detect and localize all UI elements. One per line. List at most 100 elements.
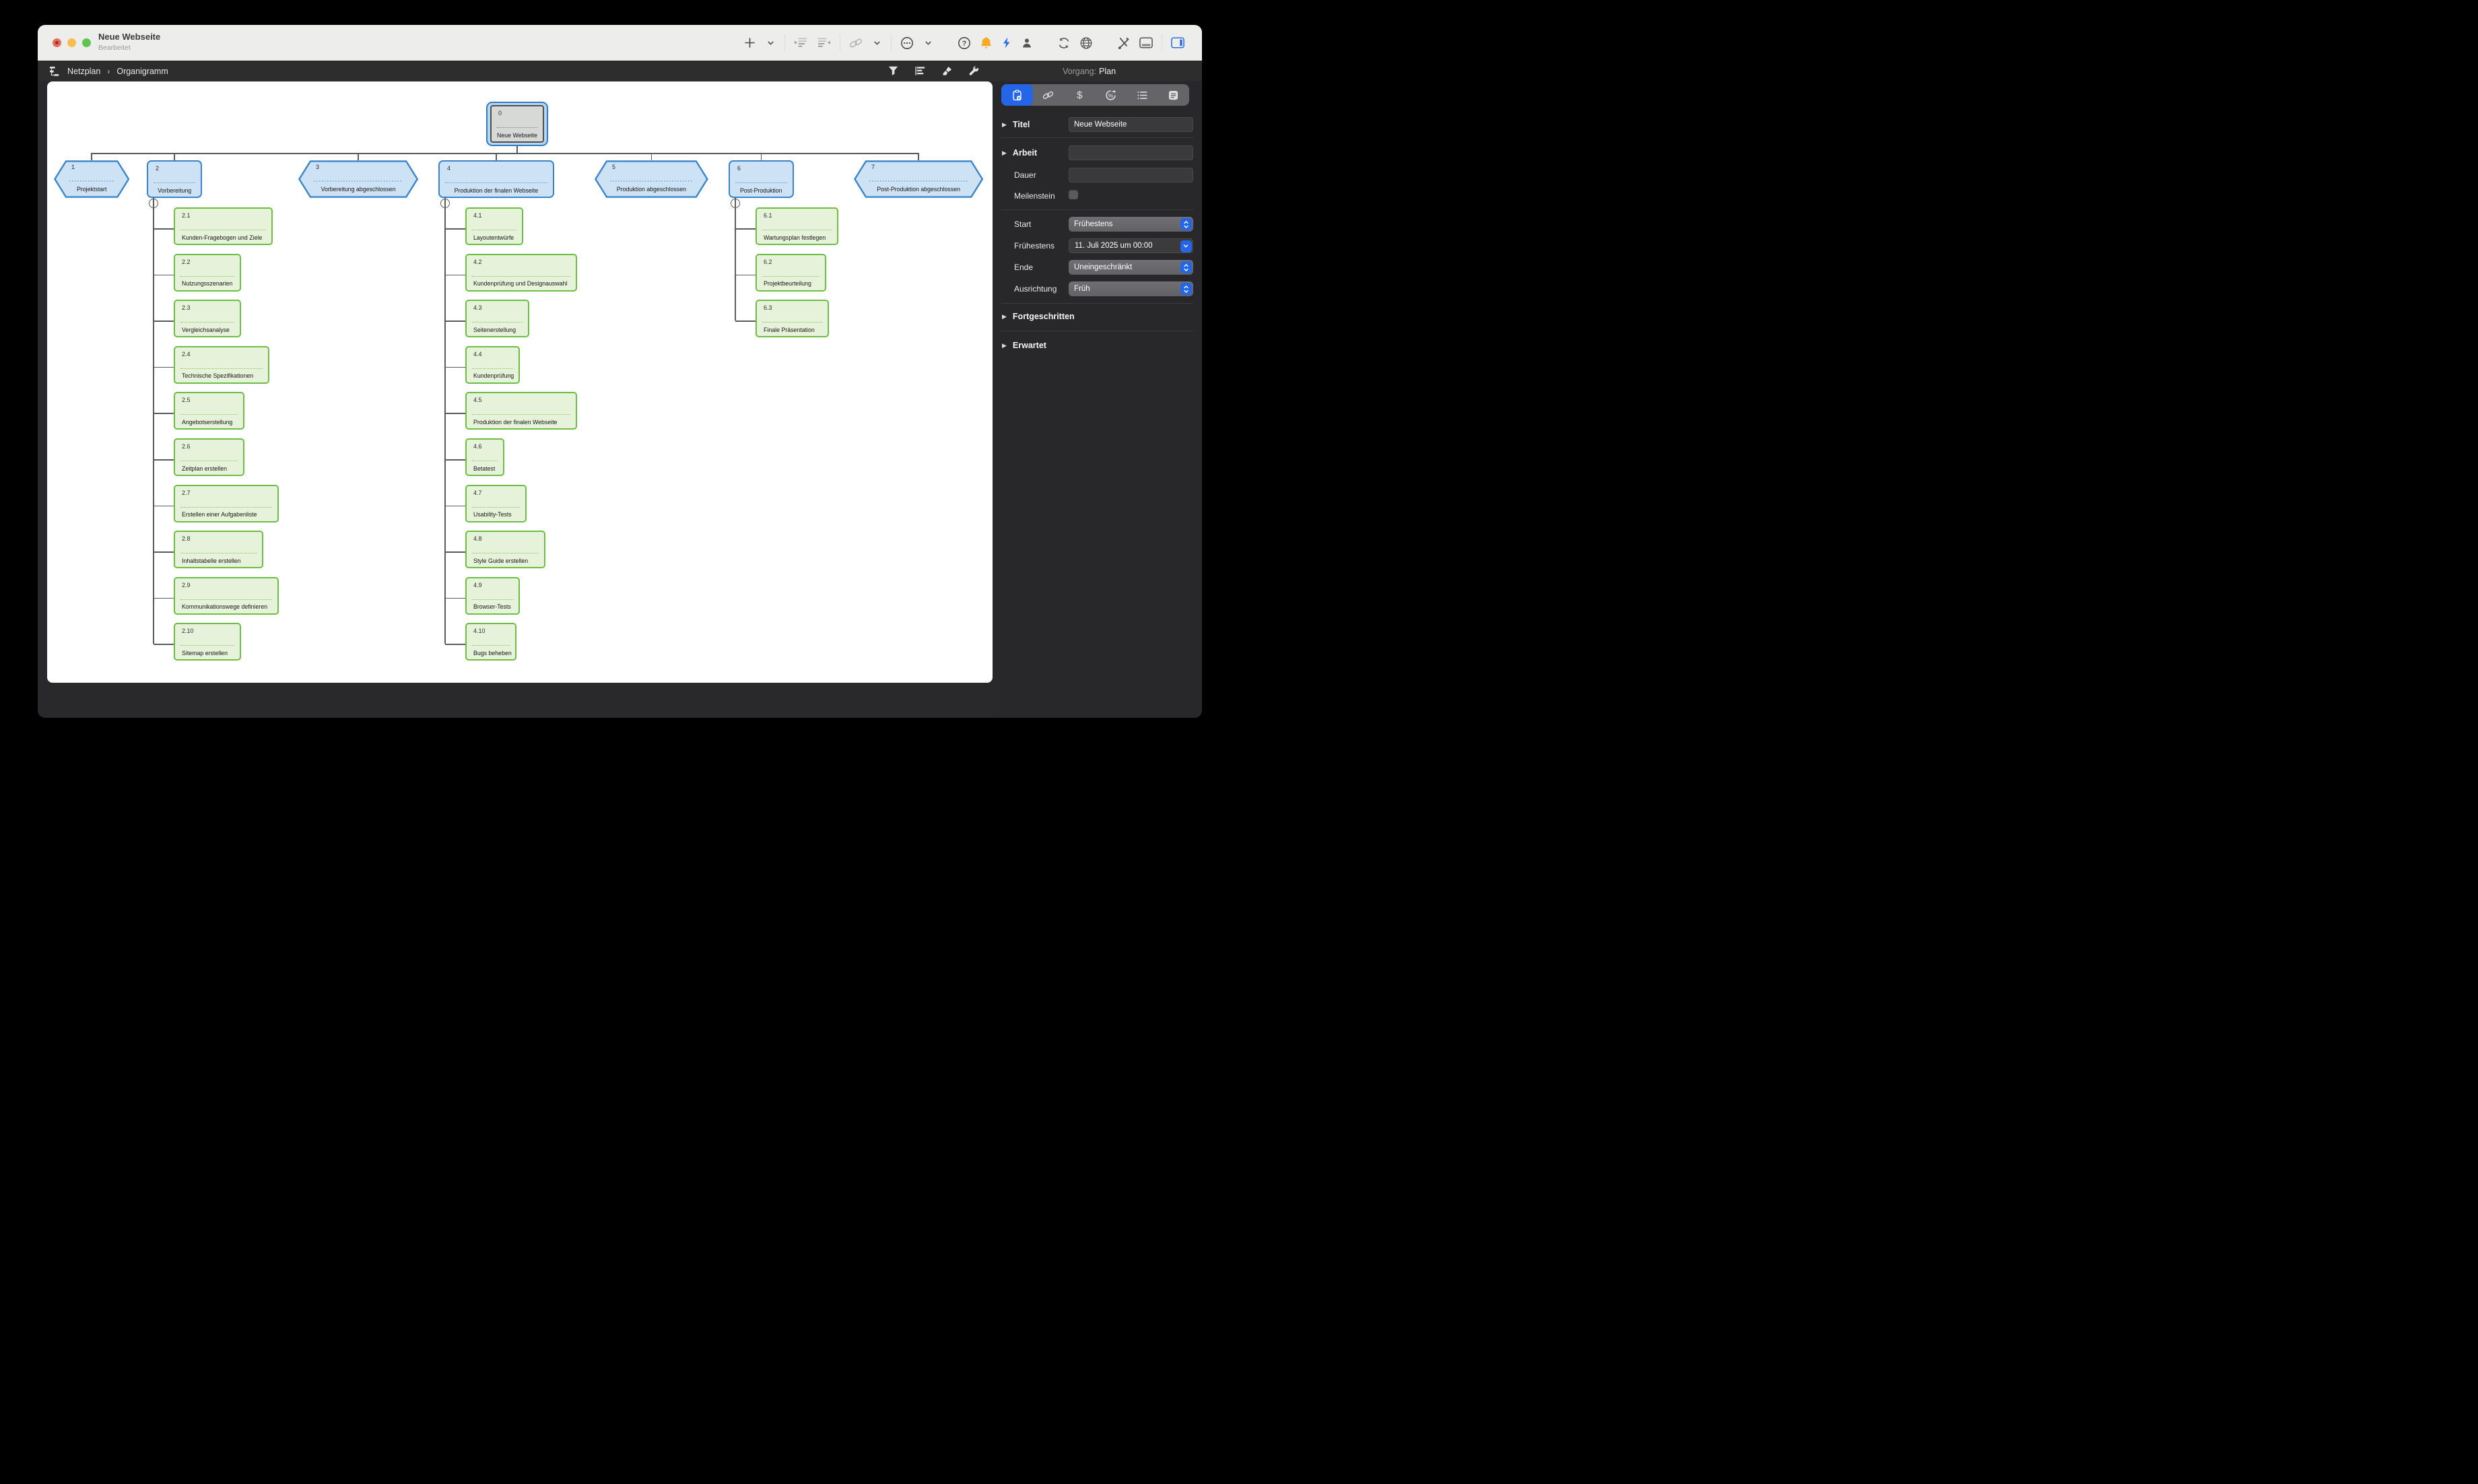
bottom-panel-button[interactable] — [1139, 33, 1153, 53]
fruehestens-date-popup[interactable]: 11. Juli 2025 um 00:00 — [1069, 238, 1193, 253]
connector-line — [650, 153, 652, 160]
node-4.2[interactable]: 4.2 Kundenprüfung und Designauswahl — [465, 253, 577, 292]
link-icon — [1043, 91, 1054, 99]
more-menu-button[interactable] — [923, 33, 933, 53]
row-erwartet: ▶Erwartet — [1002, 340, 1046, 351]
user-button[interactable] — [1021, 33, 1033, 53]
node-4.5[interactable]: 4.5 Produktion der finalen Webseite — [465, 392, 577, 430]
activity-button[interactable] — [1001, 33, 1012, 53]
node-6[interactable]: 6 Post-Produktion — [729, 160, 794, 198]
meilenstein-checkbox[interactable] — [1069, 190, 1078, 199]
node-2.1[interactable]: 2.1 Kunden-Fragebogen und Ziele — [174, 207, 273, 245]
node-4[interactable]: 4 Produktion der finalen Webseite — [438, 160, 554, 198]
globe-button[interactable] — [1079, 33, 1093, 53]
node-2.9[interactable]: 2.9 Kommunikationswege definieren — [174, 576, 279, 615]
add-menu-button[interactable] — [765, 33, 776, 53]
row-arbeit: ▶ Arbeit — [1002, 147, 1037, 158]
arbeit-input[interactable] — [1069, 145, 1193, 160]
node-2.8[interactable]: 2.8 Inhaltstabelle erstellen — [174, 531, 263, 569]
minimize-button[interactable] — [67, 38, 76, 47]
start-popup[interactable]: Frühestens — [1069, 217, 1193, 232]
node-4.3[interactable]: 4.3 Seitenerstellung — [465, 300, 530, 338]
node-2.10[interactable]: 2.10 Sitemap erstellen — [174, 623, 241, 661]
connector-line — [445, 644, 465, 645]
list-icon — [1137, 91, 1147, 99]
node-6.1[interactable]: 6.1 Wartungsplan festlegen — [756, 207, 839, 245]
notifications-button[interactable] — [980, 33, 993, 53]
tab-checklist[interactable] — [1127, 84, 1158, 106]
svg-text:%: % — [1108, 92, 1114, 98]
tab-links[interactable] — [1033, 84, 1065, 106]
app-window: Neue Webseite Bearbeitet ? — [38, 25, 1202, 718]
connector-line — [735, 274, 756, 276]
breadcrumb[interactable]: Netzplan › Organigramm — [50, 61, 168, 81]
titel-input[interactable]: Neue Webseite — [1069, 117, 1193, 132]
tab-notes[interactable] — [1158, 84, 1190, 106]
link-menu-button[interactable] — [871, 33, 882, 53]
node-4.10[interactable]: 4.10 Bugs beheben — [465, 623, 517, 661]
node-0[interactable]: 0 Neue Webseite — [490, 105, 544, 143]
node-2.6[interactable]: 2.6 Zeitplan erstellen — [174, 438, 244, 476]
zoom-button[interactable] — [82, 38, 91, 47]
disclosure-triangle[interactable]: ▶ — [1002, 313, 1007, 320]
close-button[interactable] — [53, 38, 61, 47]
row-start: Start — [1014, 219, 1031, 230]
link-button[interactable] — [849, 33, 863, 53]
connector-line — [154, 505, 174, 507]
tab-finance[interactable]: $ — [1064, 84, 1096, 106]
ausrichtung-popup[interactable]: Früh — [1069, 281, 1193, 296]
disclosure-triangle[interactable]: ▶ — [1002, 121, 1007, 128]
node-4.6[interactable]: 4.6 Betatest — [465, 438, 504, 476]
settings-button[interactable] — [968, 61, 979, 81]
dauer-input[interactable] — [1069, 168, 1193, 182]
node-2.5[interactable]: 2.5 Angebotserstellung — [174, 392, 244, 430]
start-value: Frühestens — [1074, 220, 1113, 228]
outdent-button[interactable] — [817, 33, 831, 53]
node-4.7[interactable]: 4.7 Usability-Tests — [465, 484, 527, 522]
chevron-down-icon — [1180, 240, 1192, 252]
more-button[interactable] — [900, 33, 914, 53]
connector-line — [516, 146, 518, 153]
node-4.9[interactable]: 4.9 Browser-Tests — [465, 576, 521, 615]
disclosure-triangle[interactable]: ▶ — [1002, 149, 1007, 156]
filter-button[interactable] — [888, 61, 898, 81]
node-2.4[interactable]: 2.4 Technische Spezifikationen — [174, 345, 270, 384]
breadcrumb-view[interactable]: Organigramm — [116, 66, 168, 76]
ende-popup[interactable]: Uneingeschränkt — [1069, 260, 1193, 275]
right-panel-button[interactable] — [1171, 33, 1184, 53]
node-2[interactable]: 2 Vorbereitung — [147, 160, 203, 198]
node-4.8[interactable]: 4.8 Style Guide erstellen — [465, 531, 545, 569]
traffic-lights — [53, 38, 91, 47]
chevron-down-icon — [873, 40, 880, 45]
breadcrumb-section[interactable]: Netzplan — [67, 66, 101, 76]
help-button[interactable]: ? — [958, 33, 971, 53]
node-2.7[interactable]: 2.7 Erstellen einer Aufgabenliste — [174, 484, 279, 522]
outline-button[interactable] — [914, 61, 925, 81]
bottom-panel-icon — [1139, 37, 1153, 48]
style-button[interactable] — [941, 61, 952, 81]
node-2.2[interactable]: 2.2 Nutzungsszenarien — [174, 253, 241, 292]
node-6.3[interactable]: 6.3 Finale Präsentation — [756, 300, 830, 338]
node-4.1[interactable]: 4.1 Layoutentwürfe — [465, 207, 523, 245]
disclosure-triangle[interactable]: ▶ — [1002, 342, 1007, 349]
add-button[interactable] — [743, 33, 756, 53]
person-icon — [1023, 38, 1031, 47]
node-2.3[interactable]: 2.3 Vergleichsanalyse — [174, 300, 241, 338]
arbeit-label: Arbeit — [1012, 148, 1038, 158]
connector-line — [735, 228, 756, 230]
tab-progress[interactable]: % — [1096, 84, 1127, 106]
tools-button[interactable] — [1117, 33, 1131, 53]
node-6.2[interactable]: 6.2 Projektbeurteilung — [756, 253, 826, 292]
selection-context-value: Plan — [1099, 66, 1116, 76]
stepper-icon — [1180, 261, 1192, 273]
indent-button[interactable] — [794, 33, 808, 53]
node-4.4[interactable]: 4.4 Kundenprüfung — [465, 345, 521, 384]
tab-plan[interactable] — [1001, 84, 1033, 106]
sync-button[interactable] — [1057, 33, 1071, 53]
connector-line — [445, 459, 465, 461]
